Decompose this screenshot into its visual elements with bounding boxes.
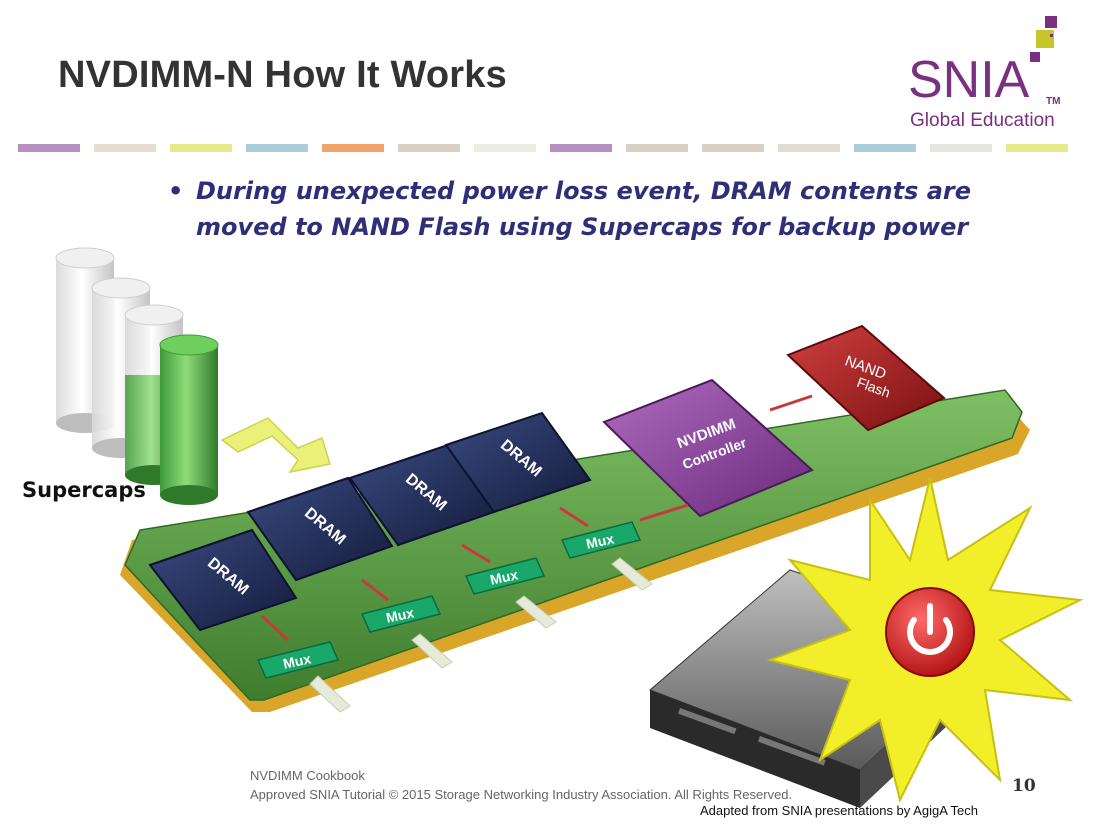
power-loss-burst [766,477,1084,803]
power-path-arrow [220,417,331,474]
footer-copyright: Approved SNIA Tutorial © 2015 Storage Ne… [250,787,793,802]
snia-logo: SNIA TM Global Education [900,14,1080,134]
stripe-segment [550,144,612,152]
stripe-segment [1006,144,1068,152]
footer-course-title: NVDIMM Cookbook [250,768,365,783]
slide-title: NVDIMM-N How It Works [58,54,507,96]
footer-attribution: Adapted from SNIA presentations by AgigA… [700,803,978,818]
data-arrows [260,394,813,642]
stripe-segment [474,144,536,152]
nand-flash-chip: NAND Flash [786,324,946,432]
stripe-segment [854,144,916,152]
dram-chip: DRAM [246,476,394,582]
logo-wordmark: SNIA [908,51,1030,109]
stripe-segment [246,144,308,152]
mux-label: Mux [282,650,313,672]
output-arrows [309,557,653,713]
bullet-text-line-1: During unexpected power loss event, DRAM… [196,177,972,205]
stripe-segment [702,144,764,152]
nvdimm-diagram: DRAM DRAM DRAM DRAM NVDIMM Controller NA… [55,247,1084,808]
mux-label: Mux [489,566,520,588]
stripe-segment [398,144,460,152]
logo-trademark: TM [1046,96,1061,107]
bullet-marker: • [168,177,184,205]
mux-label: Mux [385,604,416,626]
page-number: 10 [1012,776,1036,796]
color-stripe [18,144,1068,152]
stripe-segment [18,144,80,152]
mux-block: Mux [256,641,340,679]
bullet-text-line-2: moved to NAND Flash using Supercaps for … [196,213,969,241]
dram-chip: DRAM [444,411,592,514]
mux-block: Mux [464,557,546,595]
supercap-cylinder-icon [55,247,219,505]
supercaps-label: Supercaps [22,478,146,502]
nvdimm-controller-chip: NVDIMM Controller [602,378,814,518]
stripe-segment [778,144,840,152]
stripe-segment [930,144,992,152]
stripe-segment [626,144,688,152]
dram-chip: DRAM [348,443,496,547]
stripe-segment [94,144,156,152]
mux-label: Mux [585,530,616,552]
logo-subtitle: Global Education [910,110,1055,131]
mux-block: Mux [360,595,442,633]
logo-squares-icon [1030,16,1057,62]
dram-chip: DRAM [148,528,298,632]
stripe-segment [322,144,384,152]
stripe-segment [170,144,232,152]
mux-block: Mux [560,521,642,559]
